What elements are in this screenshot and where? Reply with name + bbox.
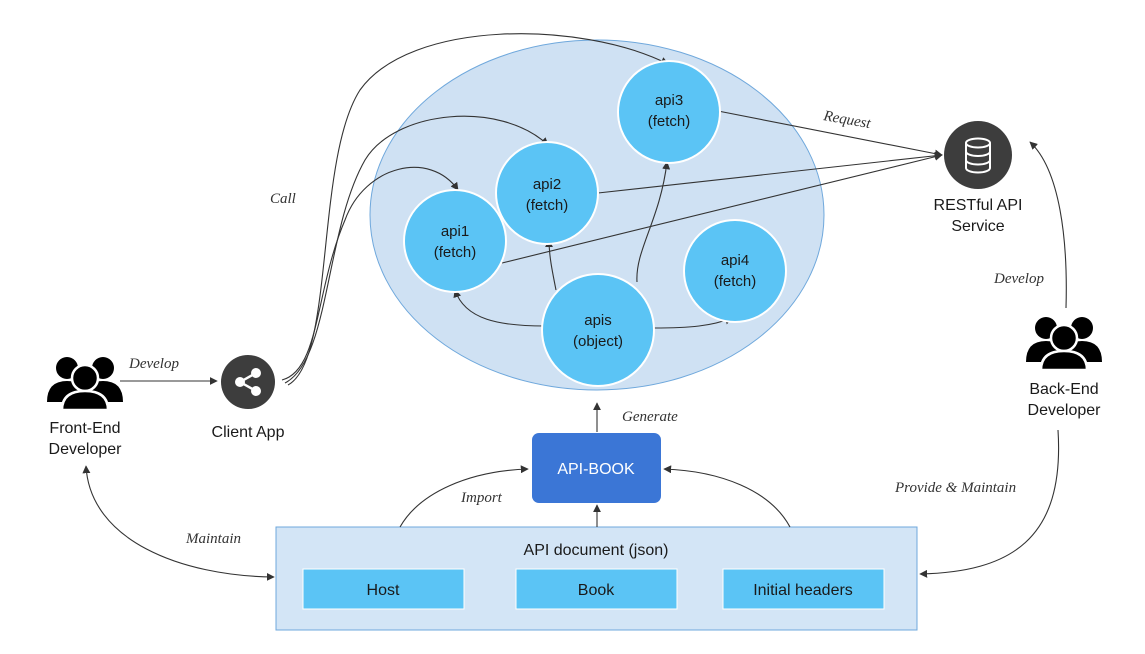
client-app-label: Client App <box>212 424 285 441</box>
label-import: Import <box>460 490 503 506</box>
edge-call-api2 <box>284 115 549 384</box>
doc-item-host[interactable]: Host <box>302 568 465 610</box>
label-develop-front: Develop <box>128 356 179 372</box>
edge-apis-api1 <box>453 289 546 327</box>
back-end-label: Back-End <box>1029 381 1098 398</box>
edge-backend-doc <box>919 429 1060 578</box>
node-api-document[interactable]: API document (json) Host Book Initial he… <box>275 526 918 631</box>
edge-apis-api3 <box>636 161 671 283</box>
node-apis[interactable]: apis (object) <box>541 273 655 387</box>
api2-label: api2 <box>533 176 561 193</box>
doc-item-book[interactable]: Book <box>515 568 678 610</box>
people-icon <box>47 357 123 412</box>
label-maintain: Maintain <box>185 531 241 547</box>
front-end-label: Front-End <box>49 420 120 437</box>
api4-label: api4 <box>721 252 749 269</box>
book-label: Book <box>578 582 615 599</box>
api4-sublabel: (fetch) <box>714 273 757 290</box>
edge-api2-restful <box>597 151 943 194</box>
edge-api3-restful <box>717 110 943 158</box>
node-front-end-developer[interactable]: Front-End Developer <box>47 357 123 458</box>
database-icon <box>965 137 991 174</box>
node-api-book[interactable]: API-BOOK <box>532 433 661 503</box>
api-book-label: API-BOOK <box>557 461 635 478</box>
edge-call-api3 <box>287 33 669 386</box>
back-end-sublabel: Developer <box>1028 402 1102 419</box>
apis-sublabel: (object) <box>573 333 623 350</box>
node-back-end-developer[interactable]: Back-End Developer <box>1026 317 1102 419</box>
edge-backend-restful <box>1029 141 1067 309</box>
api-document-label: API document (json) <box>524 542 669 559</box>
doc-item-initial-headers[interactable]: Initial headers <box>722 568 885 610</box>
restful-label: RESTful API <box>934 197 1023 214</box>
label-generate: Generate <box>622 409 678 425</box>
label-call: Call <box>270 191 296 207</box>
edge-doc-apibook-right <box>663 465 791 528</box>
initial-headers-label: Initial headers <box>753 582 853 599</box>
apis-label: apis <box>584 312 612 329</box>
edge-api1-restful <box>501 152 943 264</box>
edge-maintain <box>82 465 275 581</box>
node-api1[interactable]: api1 (fetch) <box>403 189 507 293</box>
host-label: Host <box>367 582 400 599</box>
api2-sublabel: (fetch) <box>526 197 569 214</box>
people-icon <box>1026 317 1102 372</box>
share-icon <box>235 368 261 396</box>
front-end-sublabel: Developer <box>49 441 123 458</box>
restful-sublabel: Service <box>951 218 1004 235</box>
api1-sublabel: (fetch) <box>434 244 477 261</box>
node-api2[interactable]: api2 (fetch) <box>495 141 599 245</box>
edge-import <box>399 465 529 528</box>
label-develop-back: Develop <box>993 271 1044 287</box>
api3-label: api3 <box>655 92 683 109</box>
label-request: Request <box>821 108 872 132</box>
label-provide-maintain: Provide & Maintain <box>894 480 1016 496</box>
api3-sublabel: (fetch) <box>648 113 691 130</box>
node-client-app[interactable]: Client App <box>212 355 285 441</box>
api1-label: api1 <box>441 223 469 240</box>
node-api4[interactable]: api4 (fetch) <box>683 219 787 323</box>
node-restful-api[interactable]: RESTful API Service <box>934 121 1023 235</box>
edge-call-api1 <box>281 166 459 381</box>
node-api3[interactable]: api3 (fetch) <box>617 60 721 164</box>
